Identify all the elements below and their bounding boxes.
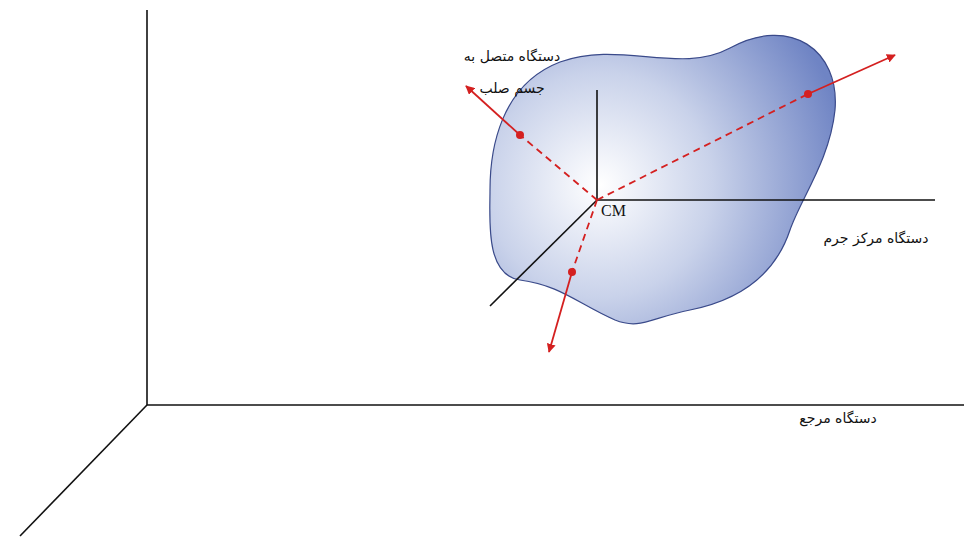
body-frame-dots (516, 90, 812, 276)
body-frame (466, 55, 895, 352)
body-frame-label: دستگاه متصل به جسم صلب (452, 40, 572, 104)
reference-frame (20, 10, 964, 536)
reference-frame-label: دستگاه مرجع (788, 408, 888, 428)
cm-frame-label: دستگاه مرکز جرم (796, 228, 956, 248)
cm-frame (490, 90, 935, 306)
cm-label: CM (601, 202, 626, 220)
rigid-body (490, 35, 836, 324)
